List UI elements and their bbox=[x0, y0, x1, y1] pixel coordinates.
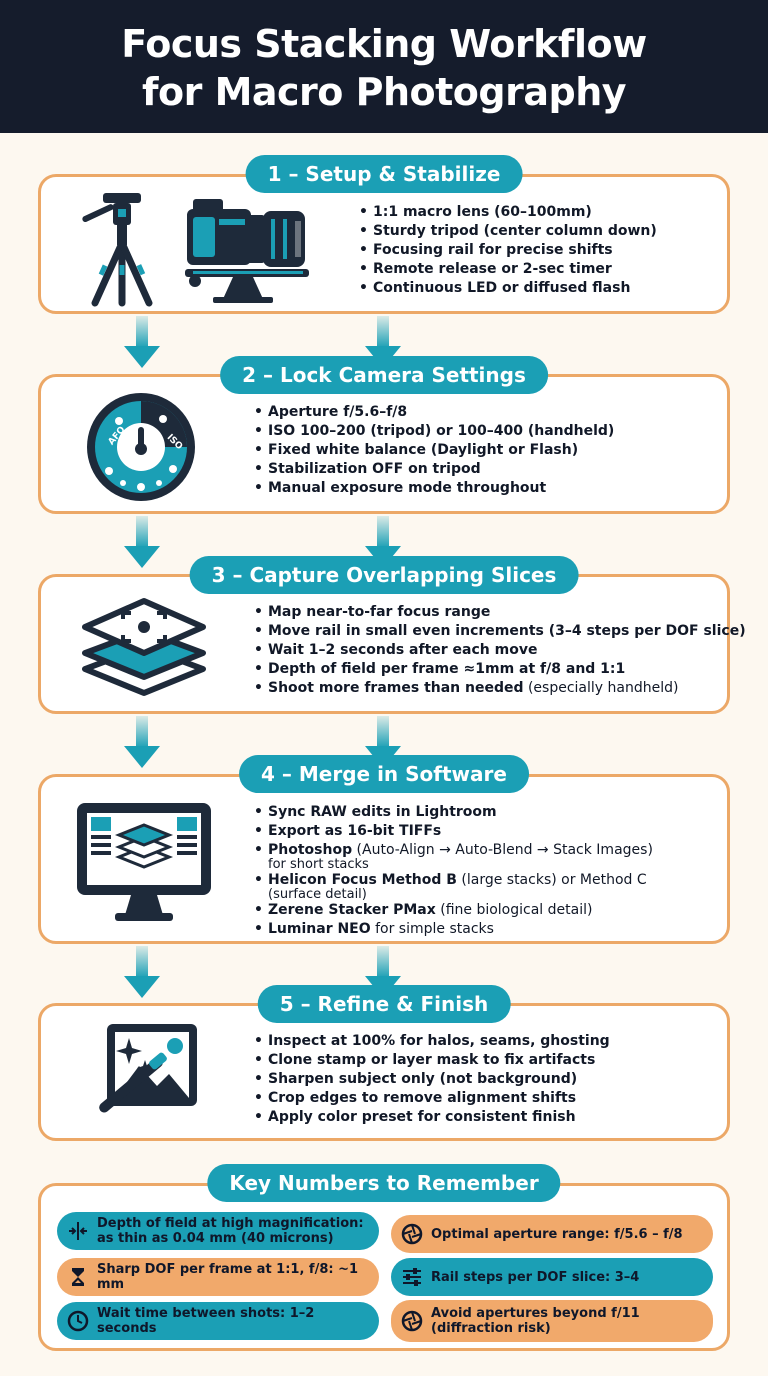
list-item: Wait 1–2 seconds after each move bbox=[254, 641, 746, 660]
step-4-label: 4 – Merge in Software bbox=[239, 755, 529, 793]
text-line: as thin as 0.04 mm (40 microns) bbox=[97, 1231, 334, 1246]
step-2-card: AFO ISO Aperture f/5.6–f/8 ISO 100–200 (… bbox=[38, 374, 730, 514]
key-numbers-label: Key Numbers to Remember bbox=[207, 1164, 561, 1202]
list-item: Helicon Focus Method B (large stacks) or… bbox=[254, 871, 653, 901]
list-item: Clone stamp or layer mask to fix artifac… bbox=[254, 1051, 610, 1070]
down-arrow-icon bbox=[124, 946, 160, 998]
camera-on-rail-icon bbox=[185, 199, 309, 303]
key-number-text: Avoid apertures beyond f/11(diffraction … bbox=[431, 1300, 705, 1342]
list-item: Remote release or 2-sec timer bbox=[359, 260, 657, 279]
header-banner: Focus Stacking Workflow for Macro Photog… bbox=[0, 0, 768, 133]
camera-mode-dial-icon: AFO ISO bbox=[87, 393, 195, 501]
list-item: Crop edges to remove alignment shifts bbox=[254, 1089, 610, 1108]
list-item: Fixed white balance (Daylight or Flash) bbox=[254, 441, 614, 460]
list-item: Apply color preset for consistent finish bbox=[254, 1108, 610, 1127]
list-item-note: (especially handheld) bbox=[523, 680, 679, 696]
list-item: Sharpen subject only (not background) bbox=[254, 1070, 610, 1089]
monitor-layers-icon bbox=[77, 803, 211, 921]
tripod-icon bbox=[82, 193, 153, 307]
step-2-label: 2 – Lock Camera Settings bbox=[220, 356, 548, 394]
list-item-bold: Helicon Focus Method B bbox=[268, 872, 457, 888]
step-4-bullets: Sync RAW edits in Lightroom Export as 16… bbox=[254, 803, 653, 939]
key-number-aperture: Optimal aperture range: f/5.6 – f/8 bbox=[391, 1215, 713, 1253]
page-title: Focus Stacking Workflow for Macro Photog… bbox=[0, 20, 768, 116]
list-item: Map near-to-far focus range bbox=[254, 603, 746, 622]
list-item: Move rail in small even increments (3–4 … bbox=[254, 622, 746, 641]
title-line-2: for Macro Photography bbox=[141, 70, 627, 114]
key-number-text: Sharp DOF per frame at 1:1, f/8: ~1 mm bbox=[97, 1262, 359, 1292]
list-item-subline: for short stacks bbox=[268, 857, 369, 872]
list-item-note: (large stacks) or Method C bbox=[456, 872, 647, 888]
key-number-depth: Depth of field at high magnification:as … bbox=[57, 1212, 379, 1250]
list-item-note: for simple stacks bbox=[370, 921, 494, 937]
key-number-wait-time: Wait time between shots: 1–2 seconds bbox=[57, 1302, 379, 1340]
list-item-bold: Shoot more frames than needed bbox=[268, 680, 524, 696]
step-3-card: Map near-to-far focus range Move rail in… bbox=[38, 574, 746, 714]
step-2-bullets: Aperture f/5.6–f/8 ISO 100–200 (tripod) … bbox=[254, 403, 614, 498]
key-number-rail-steps: Rail steps per DOF slice: 3–4 bbox=[391, 1258, 713, 1296]
step-1-label: 1 – Setup & Stabilize bbox=[245, 155, 523, 193]
list-item-bold: Luminar NEO bbox=[268, 921, 371, 937]
aperture-icon bbox=[401, 1223, 423, 1245]
stacked-layers-focus-icon bbox=[82, 598, 206, 696]
step-5-bullets: Inspect at 100% for halos, seams, ghosti… bbox=[254, 1032, 610, 1127]
down-arrow-icon bbox=[124, 516, 160, 568]
list-item: 1:1 macro lens (60–100mm) bbox=[359, 203, 657, 222]
list-item: Luminar NEO for simple stacks bbox=[254, 920, 653, 939]
list-item: Sync RAW edits in Lightroom bbox=[254, 803, 653, 822]
list-item: Export as 16-bit TIFFs bbox=[254, 822, 653, 841]
list-item: Photoshop (Auto-Align → Auto-Blend → Sta… bbox=[254, 841, 653, 871]
list-item-note: (Auto-Align → Auto-Blend → Stack Images) bbox=[352, 842, 653, 858]
step-5-label: 5 – Refine & Finish bbox=[257, 985, 511, 1023]
depth-arrows-icon bbox=[69, 1222, 87, 1240]
text-line: Avoid apertures beyond f/11 bbox=[431, 1306, 640, 1321]
list-item: Aperture f/5.6–f/8 bbox=[254, 403, 614, 422]
step-1-card: 1:1 macro lens (60–100mm) Sturdy tripod … bbox=[38, 174, 730, 314]
list-item-bold: Zerene Stacker PMax bbox=[268, 902, 436, 918]
text-line: (diffraction risk) bbox=[431, 1321, 551, 1336]
list-item: Continuous LED or diffused flash bbox=[359, 279, 657, 298]
step-3-bullets: Map near-to-far focus range Move rail in… bbox=[254, 603, 746, 698]
key-number-text: Rail steps per DOF slice: 3–4 bbox=[431, 1269, 640, 1285]
step-5-card: Inspect at 100% for halos, seams, ghosti… bbox=[38, 1003, 730, 1141]
key-number-text: Optimal aperture range: f/5.6 – f/8 bbox=[431, 1226, 683, 1242]
key-number-text: Wait time between shots: 1–2 seconds bbox=[97, 1306, 315, 1336]
list-item: Depth of field per frame ≈1mm at f/8 and… bbox=[254, 660, 746, 679]
list-item: Focusing rail for precise shifts bbox=[359, 241, 657, 260]
clock-icon bbox=[67, 1310, 89, 1332]
step-1-bullets: 1:1 macro lens (60–100mm) Sturdy tripod … bbox=[359, 203, 657, 298]
text-line: Depth of field at high magnification: bbox=[97, 1216, 364, 1231]
key-numbers-card: Depth of field at high magnification:as … bbox=[38, 1183, 730, 1351]
list-item: Manual exposure mode throughout bbox=[254, 479, 614, 498]
key-number-text: Depth of field at high magnification:as … bbox=[97, 1212, 371, 1250]
step-3-label: 3 – Capture Overlapping Slices bbox=[189, 556, 579, 594]
list-item: Shoot more frames than needed (especiall… bbox=[254, 679, 746, 698]
down-arrow-icon bbox=[124, 716, 160, 768]
title-line-1: Focus Stacking Workflow bbox=[121, 22, 647, 66]
list-item: Zerene Stacker PMax (fine biological det… bbox=[254, 901, 653, 920]
list-item: Inspect at 100% for halos, seams, ghosti… bbox=[254, 1032, 610, 1051]
list-item-bold: Photoshop bbox=[268, 842, 353, 858]
sliders-icon bbox=[403, 1268, 421, 1286]
magic-wand-image-icon bbox=[99, 1024, 197, 1113]
hourglass-icon bbox=[72, 1268, 84, 1286]
aperture-icon bbox=[401, 1310, 423, 1332]
down-arrow-icon bbox=[124, 316, 160, 368]
list-item-note: (fine biological detail) bbox=[435, 902, 593, 918]
list-item-subline: (surface detail) bbox=[268, 887, 367, 902]
key-number-avoid-apertures: Avoid apertures beyond f/11(diffraction … bbox=[391, 1300, 713, 1342]
list-item: Stabilization OFF on tripod bbox=[254, 460, 614, 479]
list-item: Sturdy tripod (center column down) bbox=[359, 222, 657, 241]
step-4-card: Sync RAW edits in Lightroom Export as 16… bbox=[38, 774, 730, 944]
list-item: ISO 100–200 (tripod) or 100–400 (handhel… bbox=[254, 422, 614, 441]
key-number-sharp-dof: Sharp DOF per frame at 1:1, f/8: ~1 mm bbox=[57, 1258, 379, 1296]
